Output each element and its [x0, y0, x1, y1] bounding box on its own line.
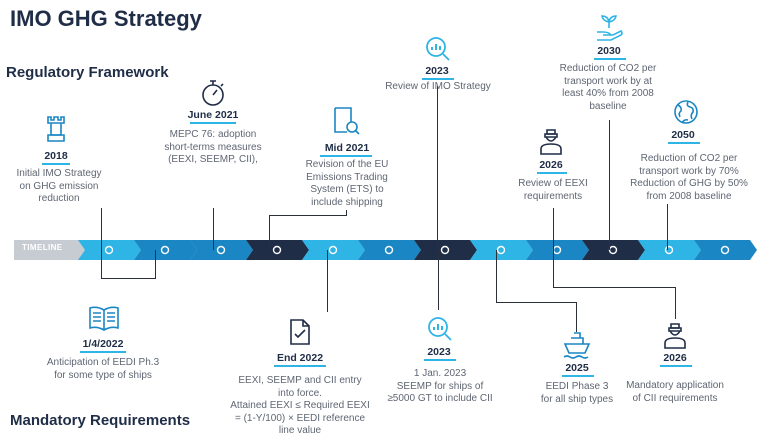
timeline-label: TIMELINE — [22, 243, 63, 252]
section-label-mandatory-requirements: Mandatory Requirements — [10, 412, 191, 429]
date-underline — [320, 155, 372, 157]
timeline-node — [608, 245, 618, 255]
milestone-date: 1/4/2022 — [82, 338, 124, 350]
hand-plant-icon — [594, 14, 624, 42]
timeline-chevron — [414, 240, 477, 260]
milestone-date: June 2021 — [187, 109, 239, 121]
connector-line — [101, 250, 102, 278]
milestone-date: 2018 — [44, 150, 68, 162]
date-underline — [190, 122, 236, 124]
timeline-node — [384, 245, 394, 255]
stopwatch-icon — [200, 79, 226, 107]
connector-line — [667, 204, 668, 250]
milestone-date: 2050 — [671, 129, 695, 141]
magnifier-chart-icon — [426, 315, 454, 343]
connector-line — [438, 250, 439, 310]
connector-line — [437, 86, 438, 250]
milestone-description: Review of IMO Strategy — [385, 81, 491, 92]
date-underline — [668, 142, 700, 144]
connector-line — [327, 250, 328, 312]
connector-line — [269, 215, 270, 250]
date-underline — [660, 365, 692, 367]
timeline-node — [496, 245, 506, 255]
timeline-node — [720, 245, 730, 255]
timeline-node — [328, 245, 338, 255]
timeline-node — [160, 245, 170, 255]
timeline-node — [104, 245, 114, 255]
milestone-date: 2023 — [427, 346, 451, 358]
milestone-date: 2025 — [565, 362, 589, 374]
date-underline — [562, 375, 594, 377]
connector-line — [101, 278, 156, 279]
connector-line — [155, 250, 156, 279]
timeline-node — [272, 245, 282, 255]
timeline-chevron — [582, 240, 645, 260]
date-underline — [42, 163, 70, 165]
timeline-chevron — [190, 240, 253, 260]
connector-line — [576, 302, 577, 332]
document-search-icon — [332, 106, 360, 136]
rook-icon — [45, 114, 67, 144]
timeline-chevron — [694, 240, 757, 260]
book-icon — [88, 305, 120, 331]
ship-icon — [562, 330, 592, 360]
timeline-chevron — [470, 240, 533, 260]
section-label-regulatory-framework: Regulatory Framework — [6, 64, 169, 81]
timeline-chevron — [638, 240, 701, 260]
page-title: IMO GHG Strategy — [10, 6, 202, 31]
connector-line — [609, 120, 610, 250]
person-icon — [538, 126, 564, 156]
milestone-date: End 2022 — [276, 352, 324, 364]
timeline-chevron — [134, 240, 197, 260]
connector-line — [213, 208, 214, 250]
timeline-label-block — [14, 240, 85, 260]
date-underline — [274, 365, 326, 367]
timeline-node — [216, 245, 226, 255]
connector-line — [553, 287, 675, 288]
connector-line — [269, 215, 346, 216]
date-underline — [80, 351, 126, 353]
milestone-date: 2030 — [597, 45, 621, 57]
person-icon — [662, 320, 688, 350]
connector-line — [346, 210, 347, 216]
connector-line — [496, 302, 576, 303]
connector-line — [553, 208, 554, 250]
timeline-node — [440, 245, 450, 255]
date-underline — [424, 359, 456, 361]
connector-line — [101, 208, 102, 250]
milestone-date: 2026 — [663, 352, 687, 364]
checked-document-icon — [288, 318, 312, 346]
timeline-node — [664, 245, 674, 255]
timeline-chevron — [78, 240, 141, 260]
timeline-chevron — [526, 240, 589, 260]
connector-line — [553, 250, 554, 287]
date-underline — [422, 78, 454, 80]
date-underline — [537, 172, 567, 174]
magnifier-chart-icon — [424, 35, 452, 63]
milestone-date: Mid 2021 — [324, 142, 370, 154]
globe-icon — [672, 98, 700, 126]
milestone-date: 2026 — [539, 159, 563, 171]
connector-line — [496, 250, 497, 302]
connector-line — [675, 287, 676, 319]
timeline-chevron — [358, 240, 421, 260]
timeline-chevron — [246, 240, 309, 260]
milestone-date: 2023 — [425, 65, 449, 77]
date-underline — [594, 58, 626, 60]
timeline-chevron — [302, 240, 365, 260]
